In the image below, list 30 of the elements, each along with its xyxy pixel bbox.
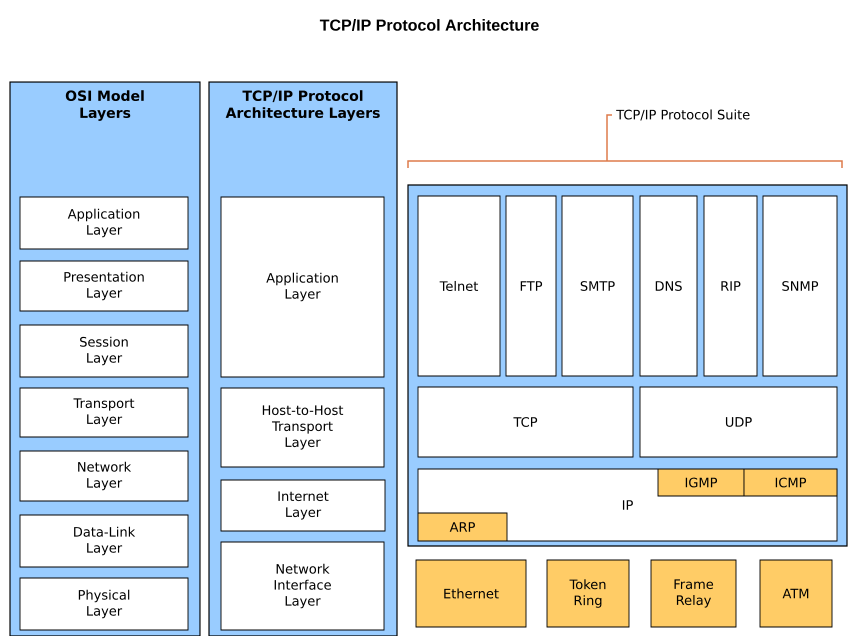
layer-box: Transport Layer [20, 388, 188, 438]
protocol-box: UDP [640, 386, 838, 458]
protocol-box: ATM [760, 560, 832, 628]
layer-box: Host-to-Host Transport Layer [220, 388, 384, 468]
layer-box: Presentation Layer [20, 260, 188, 312]
protocol-box: IGMP [658, 468, 744, 496]
protocol-box: Ethernet [416, 560, 526, 628]
protocol-box: Token Ring [546, 560, 630, 628]
title: TCP/IP Protocol Architecture [320, 19, 539, 31]
protocol-box: SNMP [762, 196, 838, 376]
protocol-box: Frame Relay [650, 560, 736, 628]
protocol-box: ARP [418, 512, 508, 542]
panel-heading: TCP/IP Protocol Architecture Layers [226, 90, 380, 121]
protocol-box: SMTP [562, 196, 634, 376]
layer-box: Session Layer [20, 324, 188, 378]
protocol-box: FTP [506, 196, 556, 376]
bracket-label: TCP/IP Protocol Suite [616, 109, 750, 121]
panel-heading: OSI Model Layers [66, 90, 144, 121]
protocol-box: RIP [704, 196, 758, 376]
protocol-box: Telnet [418, 196, 500, 376]
layer-box: Network Layer [20, 450, 188, 502]
layer-box: Network Interface Layer [220, 542, 384, 630]
layer-box: Data-Link Layer [20, 514, 188, 568]
protocol-box: ICMP [744, 468, 838, 496]
protocol-box: TCP [418, 386, 634, 458]
layer-box: Application Layer [20, 196, 188, 250]
layer-box: Physical Layer [20, 578, 188, 630]
layer-box: Internet Layer [220, 480, 386, 532]
layer-box: Application Layer [220, 196, 384, 378]
protocol-box: DNS [640, 196, 698, 376]
